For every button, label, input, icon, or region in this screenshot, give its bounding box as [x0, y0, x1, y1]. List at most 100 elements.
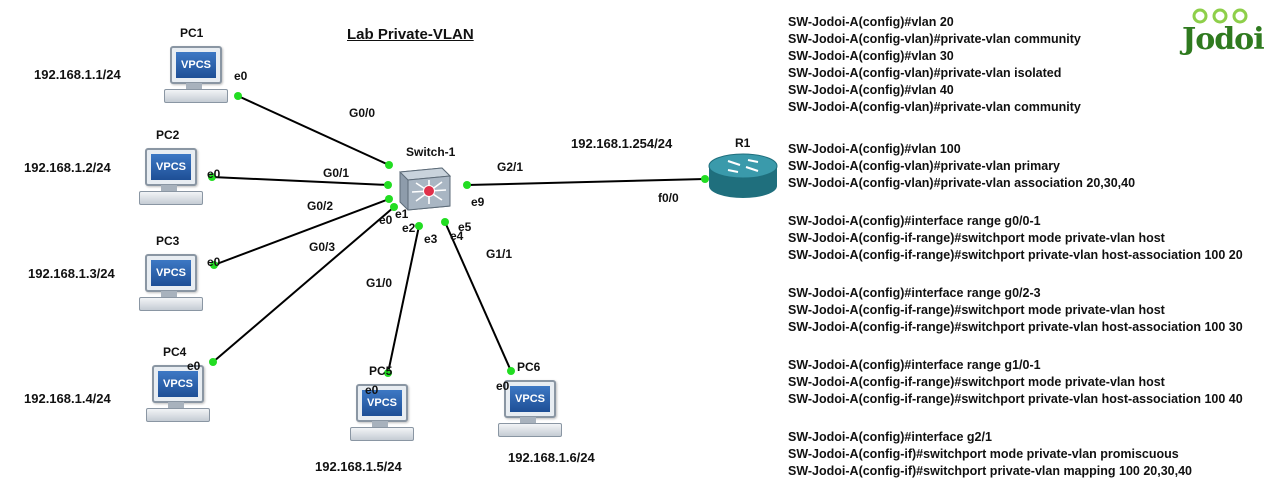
router-ip: 192.168.1.254/24	[571, 136, 673, 151]
switch-port-e5: e5	[458, 220, 472, 234]
config-block: SW-Jodoi-A(config)#interface range g0/0-…	[788, 213, 1243, 264]
config-line: SW-Jodoi-A(config-vlan)#private-vlan pri…	[788, 159, 1061, 173]
config-line: SW-Jodoi-A(config)#vlan 40	[788, 83, 954, 97]
port-dot	[507, 367, 515, 375]
pc1-ip: 192.168.1.1/24	[34, 67, 121, 82]
config-block: SW-Jodoi-A(config)#interface range g1/0-…	[788, 357, 1243, 408]
pc2-name: PC2	[156, 128, 180, 142]
config-line: SW-Jodoi-A(config-vlan)#private-vlan iso…	[788, 66, 1062, 80]
port-dot	[701, 175, 709, 183]
config-line: SW-Jodoi-A(config)#interface range g0/2-…	[788, 286, 1041, 300]
port-dot	[385, 161, 393, 169]
router-icon[interactable]	[708, 153, 778, 198]
link-switch-r1	[466, 178, 706, 186]
config-line: SW-Jodoi-A(config-if-range)#switchport p…	[788, 320, 1243, 334]
config-block: SW-Jodoi-A(config)#vlan 20 SW-Jodoi-A(co…	[788, 14, 1081, 116]
router-name: R1	[735, 136, 751, 150]
switch-port-e2: e2	[402, 221, 416, 235]
config-line: SW-Jodoi-A(config)#vlan 30	[788, 49, 954, 63]
vpcs-computer-icon[interactable]: VPCS	[146, 363, 212, 425]
pc5-port: e0	[365, 383, 379, 397]
pc4-port: e0	[187, 359, 201, 373]
pc3-name: PC3	[156, 234, 180, 248]
port-dot	[415, 222, 423, 230]
config-line: SW-Jodoi-A(config)#vlan 100	[788, 142, 961, 156]
jodoi-logo: Jodoi	[1180, 10, 1266, 57]
pc1-port: e0	[234, 69, 248, 83]
port-dot	[441, 218, 449, 226]
config-line: SW-Jodoi-A(config-if)#switchport private…	[788, 464, 1192, 478]
pc2-ip: 192.168.1.2/24	[24, 160, 111, 175]
port-dot	[384, 369, 392, 377]
pc4-ip: 192.168.1.4/24	[24, 391, 111, 406]
port-dot	[208, 173, 216, 181]
config-line: SW-Jodoi-A(config)#interface range g0/0-…	[788, 214, 1041, 228]
config-line: SW-Jodoi-A(config-if)#switchport mode pr…	[788, 447, 1179, 461]
port-dot	[234, 92, 242, 100]
link-pc6-switch	[444, 221, 512, 372]
multilayer-switch-icon[interactable]	[398, 167, 452, 211]
vpcs-computer-icon[interactable]: VPCS	[498, 378, 564, 440]
vpcs-computer-icon[interactable]: VPCS	[164, 44, 230, 106]
port-dot	[384, 181, 392, 189]
link-label-g0-3: G0/3	[309, 240, 336, 254]
pc4-name: PC4	[163, 345, 187, 359]
pc3-port: e0	[207, 255, 221, 269]
switch-name: Switch-1	[406, 145, 456, 159]
port-dot	[390, 203, 398, 211]
link-pc3-switch	[213, 198, 390, 266]
port-dot	[385, 195, 393, 203]
port-dot	[463, 181, 471, 189]
pc-screen-label: VPCS	[362, 390, 402, 416]
config-line: SW-Jodoi-A(config-if-range)#switchport m…	[788, 303, 1165, 317]
config-line: SW-Jodoi-A(config-if-range)#switchport p…	[788, 392, 1243, 406]
link-pc2-switch	[211, 176, 389, 186]
config-block: SW-Jodoi-A(config)#vlan 100 SW-Jodoi-A(c…	[788, 141, 1135, 192]
page-title: Lab Private-VLAN	[347, 26, 474, 43]
link-label-g2-1: G2/1	[497, 160, 524, 174]
pc-screen-label: VPCS	[151, 154, 191, 180]
pc6-name: PC6	[517, 360, 541, 374]
config-block: SW-Jodoi-A(config)#interface range g0/2-…	[788, 285, 1243, 336]
link-pc4-switch	[212, 206, 395, 363]
config-line: SW-Jodoi-A(config)#interface range g1/0-…	[788, 358, 1041, 372]
switch-port-e9: e9	[471, 195, 485, 209]
logo-circles	[1192, 8, 1248, 24]
pc5-name: PC5	[369, 364, 393, 378]
port-dot	[210, 261, 218, 269]
pc1-name: PC1	[180, 26, 204, 40]
switch-port-e4: e4	[450, 229, 464, 243]
link-pc5-switch	[387, 225, 420, 374]
pc3-ip: 192.168.1.3/24	[28, 266, 115, 281]
config-line: SW-Jodoi-A(config)#interface g2/1	[788, 430, 992, 444]
pc-screen-label: VPCS	[510, 386, 550, 412]
router-port: f0/0	[658, 191, 679, 205]
config-line: SW-Jodoi-A(config-if-range)#switchport m…	[788, 231, 1165, 245]
vpcs-computer-icon[interactable]: VPCS	[139, 252, 205, 314]
config-line: SW-Jodoi-A(config-if-range)#switchport m…	[788, 375, 1165, 389]
pc-screen-label: VPCS	[151, 260, 191, 286]
link-label-g0-2: G0/2	[307, 199, 334, 213]
port-dot	[209, 358, 217, 366]
vpcs-computer-icon[interactable]: VPCS	[139, 146, 205, 208]
link-label-g0-1: G0/1	[323, 166, 350, 180]
switch-port-e0: e0	[379, 213, 393, 227]
link-label-g1-0: G1/0	[366, 276, 393, 290]
config-block: SW-Jodoi-A(config)#interface g2/1 SW-Jod…	[788, 429, 1192, 480]
pc-screen-label: VPCS	[158, 371, 198, 397]
config-line: SW-Jodoi-A(config)#vlan 20	[788, 15, 954, 29]
switch-port-e1: e1	[395, 207, 409, 221]
config-line: SW-Jodoi-A(config-vlan)#private-vlan com…	[788, 100, 1081, 114]
link-label-g0-0: G0/0	[349, 106, 376, 120]
link-label-g1-1: G1/1	[486, 247, 513, 261]
config-line: SW-Jodoi-A(config-if-range)#switchport p…	[788, 248, 1243, 262]
pc-screen-label: VPCS	[176, 52, 216, 78]
pc2-port: e0	[207, 167, 221, 181]
config-line: SW-Jodoi-A(config-vlan)#private-vlan ass…	[788, 176, 1136, 190]
pc6-ip: 192.168.1.6/24	[508, 450, 595, 465]
pc6-port: e0	[496, 379, 510, 393]
switch-port-e3: e3	[424, 232, 438, 246]
config-line: SW-Jodoi-A(config-vlan)#private-vlan com…	[788, 32, 1081, 46]
vpcs-computer-icon[interactable]: VPCS	[350, 382, 416, 444]
